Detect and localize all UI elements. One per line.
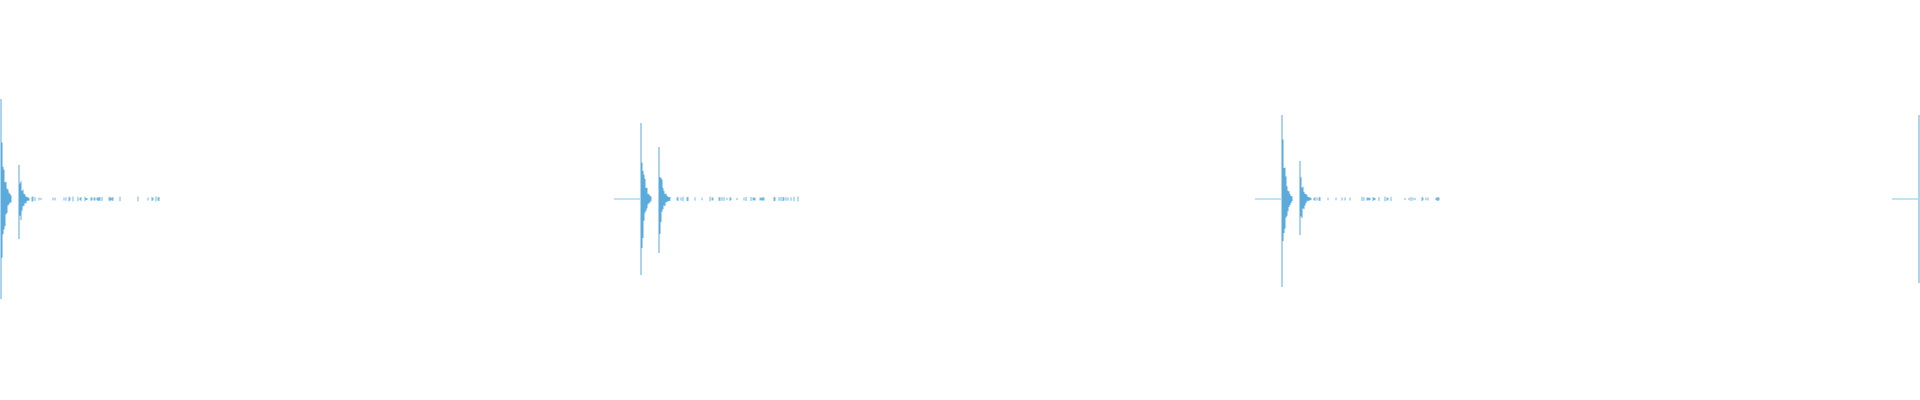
waveform-burst — [1255, 115, 1440, 287]
waveform-transient — [0, 99, 12, 299]
waveform-transient — [1299, 161, 1311, 235]
waveform-bursts — [0, 99, 1920, 299]
waveform-transient — [640, 123, 652, 275]
waveform-transient — [658, 147, 670, 253]
waveform-burst — [614, 123, 799, 275]
waveform-burst — [0, 99, 160, 299]
waveform-transient — [18, 165, 30, 239]
waveform-transient — [1281, 115, 1293, 287]
waveform-burst — [1892, 115, 1920, 283]
